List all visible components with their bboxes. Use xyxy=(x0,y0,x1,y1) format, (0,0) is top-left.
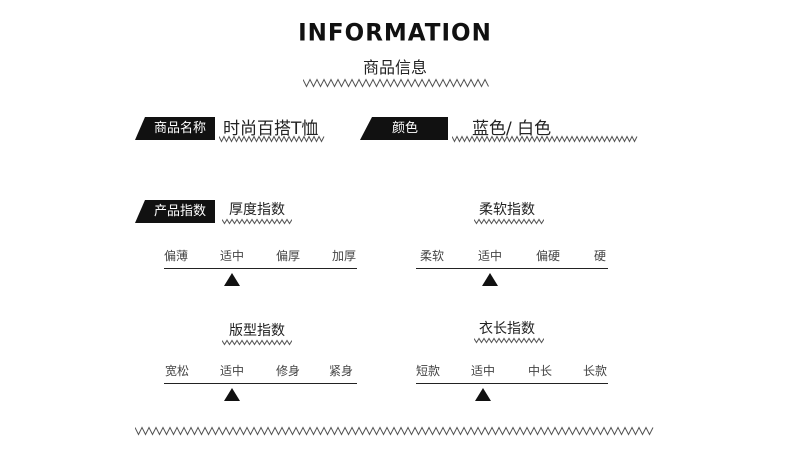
product-name-value: 时尚百搭T恤 xyxy=(223,119,319,139)
fit-option-1: 适中 xyxy=(219,364,244,378)
softness-scale-line xyxy=(416,268,608,269)
length-option-2: 中长 xyxy=(527,364,552,378)
fit-label-zigzag xyxy=(222,339,292,346)
color-tag-label: 颜色 xyxy=(391,121,418,136)
product-name-tag: 商品名称 xyxy=(135,117,215,140)
color-value: 蓝色/ 白色 xyxy=(472,119,552,139)
color-tag: 颜色 xyxy=(360,117,448,140)
fit-option-0: 宽松 xyxy=(164,364,189,378)
softness-option-2: 偏硬 xyxy=(535,249,560,263)
length-option-1: 适中 xyxy=(470,364,495,378)
page-title: INFORMATION xyxy=(298,19,492,47)
tag-shape xyxy=(360,117,448,140)
thickness-index-label: 厚度指数 xyxy=(229,202,285,218)
softness-index-label: 柔软指数 xyxy=(479,202,535,218)
length-index-label: 衣长指数 xyxy=(479,321,535,337)
tag-shape xyxy=(135,117,215,140)
fit-option-3: 紧身 xyxy=(328,364,353,378)
thickness-label-zigzag xyxy=(222,218,292,225)
length-selected-marker xyxy=(475,388,491,401)
title-zigzag-divider xyxy=(303,78,489,88)
product-name-tag-label: 商品名称 xyxy=(153,121,206,136)
fit-scale-line xyxy=(164,383,357,384)
thickness-scale-line xyxy=(164,268,357,269)
softness-label-zigzag xyxy=(474,218,544,225)
product-name-zigzag xyxy=(219,135,325,143)
length-option-3: 长款 xyxy=(582,364,607,378)
color-zigzag xyxy=(452,135,638,143)
length-label-zigzag xyxy=(474,337,544,344)
page-subtitle: 商品信息 xyxy=(362,58,427,77)
fit-option-2: 修身 xyxy=(275,364,300,378)
thickness-option-0: 偏薄 xyxy=(163,249,188,263)
thickness-option-3: 加厚 xyxy=(331,249,356,263)
product-index-tag: 产品指数 xyxy=(135,200,215,223)
softness-option-0: 柔软 xyxy=(419,249,444,263)
softness-selected-marker xyxy=(482,273,498,286)
length-option-0: 短款 xyxy=(415,364,440,378)
thickness-option-1: 适中 xyxy=(219,249,244,263)
fit-index-label: 版型指数 xyxy=(229,323,285,339)
product-index-tag-label: 产品指数 xyxy=(153,204,206,219)
thickness-option-2: 偏厚 xyxy=(275,249,300,263)
bottom-zigzag-divider xyxy=(135,426,654,436)
fit-selected-marker xyxy=(224,388,240,401)
softness-option-1: 适中 xyxy=(477,249,502,263)
length-scale-line xyxy=(416,383,608,384)
thickness-selected-marker xyxy=(224,273,240,286)
softness-option-3: 硬 xyxy=(593,249,606,263)
tag-shape xyxy=(135,200,215,223)
